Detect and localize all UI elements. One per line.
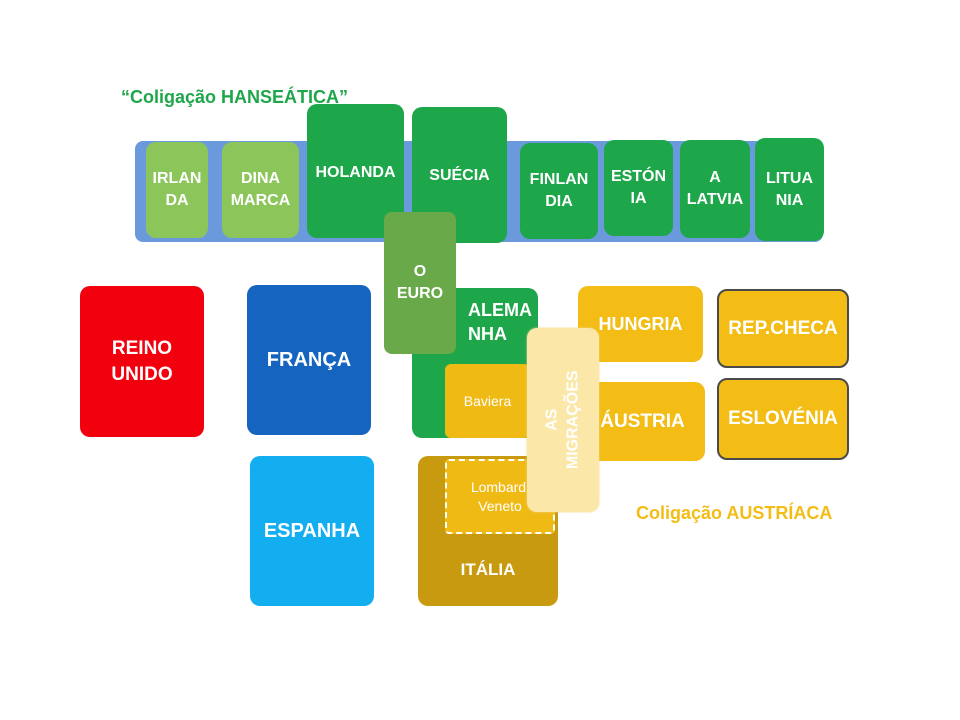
country-rep-checa: REP.CHECA (717, 289, 849, 368)
country-austria-label: ÁUSTRIA (600, 410, 685, 432)
country-irlanda-label: IRLAN DA (152, 170, 202, 209)
country-franca-label: FRANÇA (266, 348, 352, 371)
country-holanda-label: HOLANDA (315, 164, 396, 181)
country-finlandia: FINLAN DIA (520, 143, 598, 239)
country-holanda: HOLANDA (307, 104, 404, 238)
country-suecia-label: SUÉCIA (429, 167, 490, 184)
country-lituania-label: LITUA NIA (765, 169, 814, 209)
country-latvia: A LATVIA (680, 140, 750, 238)
country-dinamarca-label: DINA MARCA (230, 170, 291, 209)
country-italia-label: ITÁLIA (460, 560, 516, 580)
country-reino-unido-label: REINO UNIDO (111, 337, 173, 385)
region-baviera: Baviera (445, 364, 530, 438)
country-latvia-label: A LATVIA (686, 169, 744, 208)
country-irlanda: IRLAN DA (146, 142, 208, 238)
euro-box: O EURO (384, 212, 456, 354)
country-estonia-label: ESTÓN IA (610, 168, 667, 207)
country-dinamarca: DINA MARCA (222, 142, 299, 238)
migrations-label: AS MIGRAÇÕES (543, 370, 582, 470)
country-alemanha-label: ALEMA NHA (468, 300, 532, 345)
country-franca: FRANÇA (247, 285, 371, 435)
country-lituania: LITUA NIA (755, 138, 824, 241)
euro-label: O EURO (396, 263, 444, 302)
country-finlandia-label: FINLAN DIA (529, 171, 589, 210)
country-espanha-label: ESPANHA (263, 519, 361, 542)
austrian-caption: Coligação AUSTRÍACA (636, 503, 833, 523)
country-espanha: ESPANHA (250, 456, 374, 606)
country-estonia: ESTÓN IA (604, 140, 673, 236)
country-reino-unido: REINO UNIDO (80, 286, 204, 437)
country-eslovenia: ESLOVÉNIA (717, 378, 849, 460)
migrations-box: AS MIGRAÇÕES (527, 328, 599, 512)
country-eslovenia-label: ESLOVÉNIA (728, 408, 838, 430)
country-austria: ÁUSTRIA (580, 382, 705, 461)
region-baviera-label: Baviera (463, 392, 512, 409)
hanseatic-caption: “Coligação HANSEÁTICA” (121, 87, 349, 107)
region-lombardia-veneto-label: Lombardi Veneto (470, 478, 530, 514)
country-rep-checa-label: REP.CHECA (728, 317, 838, 339)
country-hungria-label: HUNGRIA (598, 314, 683, 334)
